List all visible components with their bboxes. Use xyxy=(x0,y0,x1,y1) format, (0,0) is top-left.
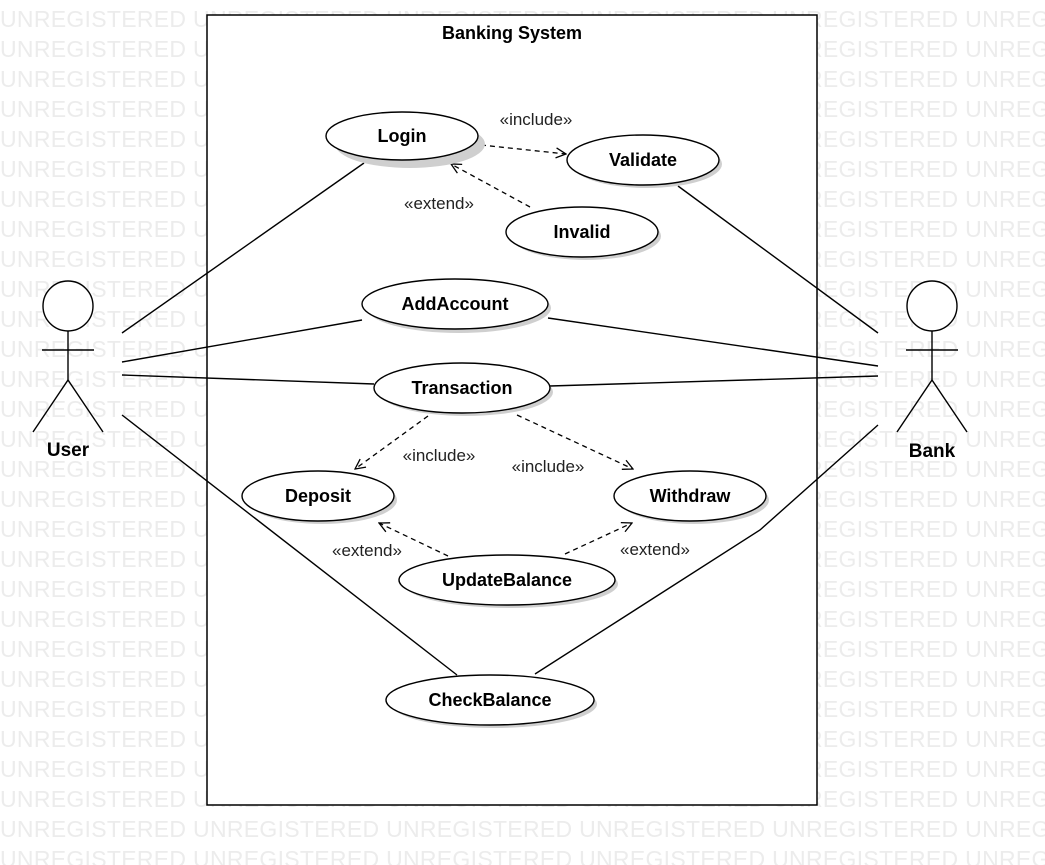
dep-transaction-deposit xyxy=(355,415,429,469)
use-case-transaction[interactable]: Transaction xyxy=(373,362,553,416)
stereotype-update-withdraw: «extend» xyxy=(620,540,690,559)
assoc-user-addaccount xyxy=(121,319,363,363)
use-case-add-account[interactable]: AddAccount xyxy=(361,278,551,333)
use-case-add-account-label: AddAccount xyxy=(402,294,509,314)
assoc-bank-addaccount xyxy=(547,317,879,367)
use-case-update-balance[interactable]: UpdateBalance xyxy=(398,554,618,608)
stereotype-login-validate: «include» xyxy=(500,110,573,129)
dep-invalid-login xyxy=(451,164,531,208)
actor-bank-label: Bank xyxy=(909,441,956,462)
use-case-validate[interactable]: Validate xyxy=(566,134,722,188)
assoc-user-login xyxy=(121,162,365,334)
system-title: Banking System xyxy=(442,23,582,43)
use-case-transaction-label: Transaction xyxy=(411,378,512,398)
use-case-login[interactable]: Login xyxy=(325,111,485,168)
use-case-withdraw-label: Withdraw xyxy=(650,486,732,506)
stereotype-invalid-login: «extend» xyxy=(404,194,474,213)
dependency-lines xyxy=(355,144,633,557)
stereotype-transaction-deposit: «include» xyxy=(403,446,476,465)
actor-bank[interactable] xyxy=(896,280,968,433)
stereotype-update-deposit: «extend» xyxy=(332,541,402,560)
use-case-login-label: Login xyxy=(378,126,427,146)
use-case-check-balance-label: CheckBalance xyxy=(428,690,551,710)
actor-bank-head xyxy=(906,280,958,332)
use-case-invalid[interactable]: Invalid xyxy=(505,206,661,260)
stereotype-transaction-withdraw: «include» xyxy=(512,457,585,476)
assoc-user-checkbalance xyxy=(121,414,458,676)
actor-user-head xyxy=(42,280,94,332)
dep-update-withdraw xyxy=(564,523,632,555)
association-lines xyxy=(121,162,879,676)
assoc-bank-checkbalance xyxy=(534,424,879,675)
actor-user-label: User xyxy=(47,440,90,461)
use-case-invalid-label: Invalid xyxy=(553,222,610,242)
actor-user[interactable] xyxy=(32,280,104,433)
use-case-check-balance[interactable]: CheckBalance xyxy=(385,674,597,728)
use-case-withdraw[interactable]: Withdraw xyxy=(613,470,769,524)
use-case-deposit-label: Deposit xyxy=(285,486,351,506)
assoc-user-transaction xyxy=(121,374,375,385)
use-case-deposit[interactable]: Deposit xyxy=(241,470,397,524)
use-case-validate-label: Validate xyxy=(609,150,677,170)
assoc-bank-validate xyxy=(677,185,879,334)
dep-update-deposit xyxy=(379,523,449,557)
use-case-update-balance-label: UpdateBalance xyxy=(442,570,572,590)
dep-transaction-withdraw xyxy=(516,414,633,469)
assoc-bank-transaction xyxy=(549,375,879,387)
